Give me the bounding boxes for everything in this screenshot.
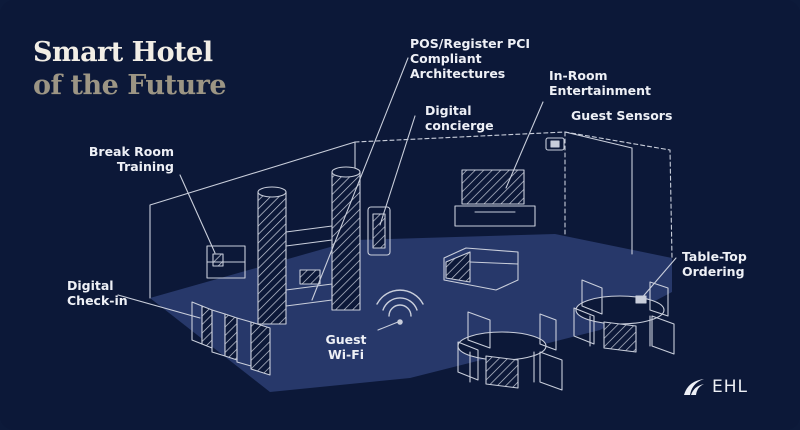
label-table-top-ordering: Table-Top Ordering xyxy=(682,249,747,279)
leader-wifi xyxy=(377,321,399,331)
label-digital-check-in: Digital Check-in xyxy=(67,278,128,308)
guest-sensor-device xyxy=(545,137,565,151)
wall-top-edge xyxy=(564,131,633,149)
pos-counter xyxy=(285,283,333,307)
digital-concierge-screen xyxy=(367,206,391,256)
back-wall-right xyxy=(354,131,673,259)
pos-pillar-right xyxy=(331,171,361,311)
page-title: Smart Hotel of the Future xyxy=(33,36,227,102)
leader-entertainment xyxy=(505,101,544,189)
label-guest-wifi: Guest Wi-Fi xyxy=(325,332,367,362)
title-line-1: Smart Hotel xyxy=(33,37,213,68)
ehl-logo: EHL xyxy=(682,377,748,397)
label-guest-sensors: Guest Sensors xyxy=(571,108,673,123)
label-pos-register: POS/Register PCI Compliant Architectures xyxy=(410,36,531,81)
wall-tv xyxy=(461,169,525,205)
label-digital-concierge: Digital concierge xyxy=(425,103,494,133)
title-line-2: of the Future xyxy=(33,70,227,101)
leader-table-top xyxy=(639,257,677,301)
label-in-room-entertainment: In-Room Entertainment xyxy=(549,68,652,98)
sofa xyxy=(443,247,519,291)
pos-pillar-left xyxy=(257,191,287,325)
dining-table-right xyxy=(573,279,675,355)
leader-concierge xyxy=(379,115,416,226)
leader-pos xyxy=(311,57,409,301)
wifi-icon xyxy=(376,289,424,317)
leader-checkin xyxy=(117,294,201,319)
ehl-logo-icon xyxy=(684,379,704,395)
tv-cabinet xyxy=(454,205,536,227)
dining-table-front xyxy=(457,311,563,391)
label-break-room-training: Break Room Training xyxy=(88,144,174,174)
leader-break-room xyxy=(179,174,216,254)
pos-register xyxy=(299,269,321,285)
logo-text: EHL xyxy=(712,377,748,397)
